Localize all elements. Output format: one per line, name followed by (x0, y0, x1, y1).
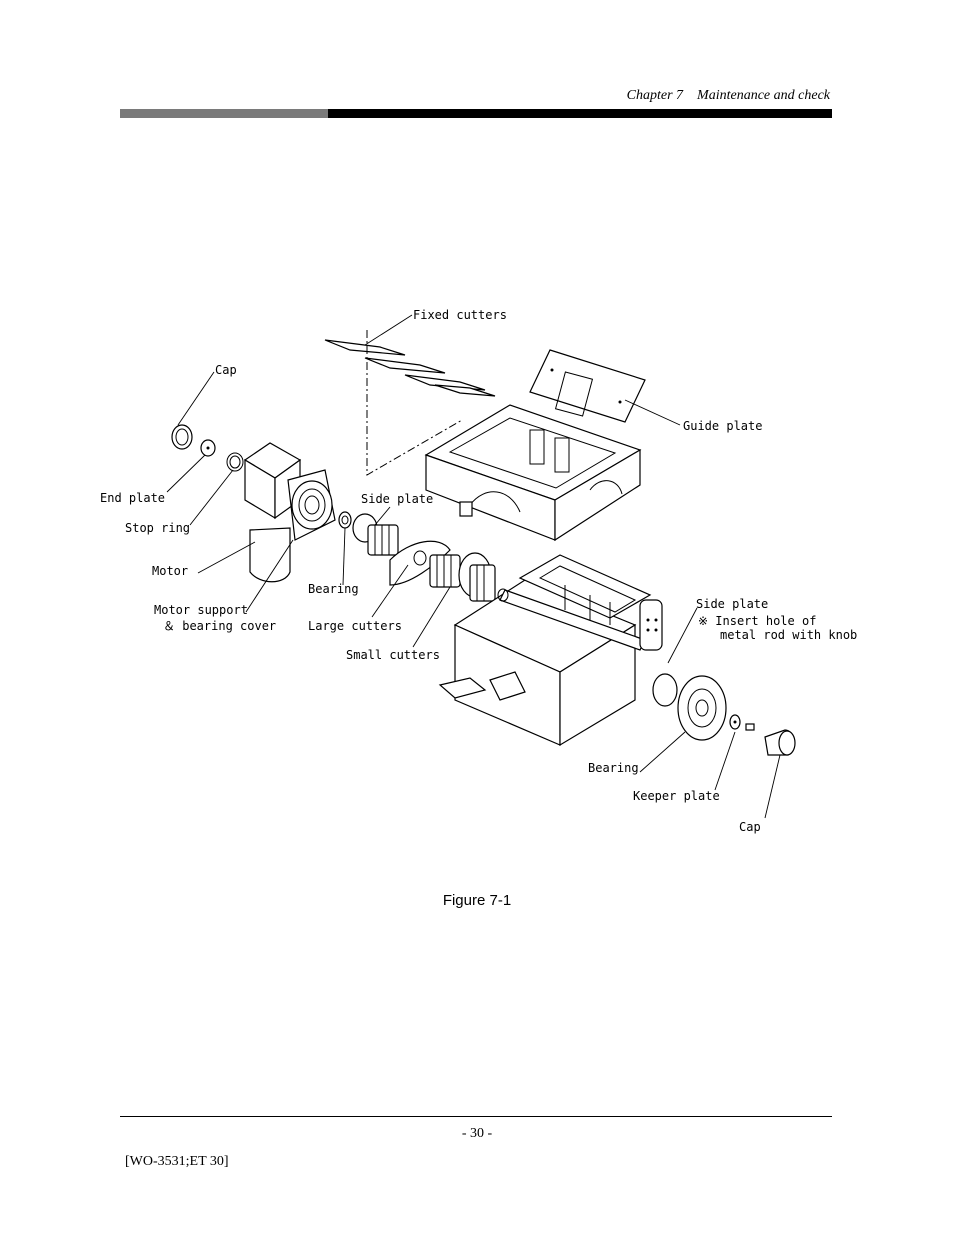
label-guide-plate: Guide plate (683, 419, 762, 433)
label-large-cutters: Large cutters (308, 619, 402, 633)
label-cap-left: Cap (215, 363, 237, 377)
motor-drawing (243, 442, 336, 583)
end-plate-drawing (200, 439, 216, 457)
small-cutters-drawing (429, 552, 496, 602)
right-bearing-drawing (652, 673, 727, 741)
label-motor-support-line2: ＆ bearing cover (163, 619, 276, 633)
label-small-cutters: Small cutters (346, 648, 440, 662)
header-rule-gray (120, 109, 328, 118)
header-rule-black (328, 109, 832, 118)
left-cap-drawing (171, 424, 193, 450)
document-code: [WO-3531;ET 30] (125, 1154, 229, 1169)
label-keeper-plate: Keeper plate (633, 789, 720, 803)
label-motor: Motor (152, 564, 188, 578)
label-bearing-right: Bearing (588, 761, 639, 775)
right-side-plate-drawing (639, 599, 663, 651)
label-side-plate-top: Side plate (361, 492, 433, 506)
large-cutters-drawing (352, 513, 451, 586)
page-number: - 30 - (461, 1126, 493, 1141)
exploded-view-figure: Fixed cutters Cap Guide plate End plate … (90, 300, 870, 860)
label-bearing-left: Bearing (308, 582, 359, 596)
lower-housing-drawing (438, 554, 652, 747)
guide-plate-drawing (529, 349, 646, 423)
label-cap-right: Cap (739, 820, 761, 834)
chapter-header: Chapter 7 Maintenance and check (626, 88, 830, 103)
left-bearing-drawing (338, 511, 352, 529)
label-side-plate-right: Side plate (696, 597, 768, 611)
exploded-view-drawing: Fixed cutters Cap Guide plate End plate … (100, 308, 857, 834)
label-note-line1: ※ Insert hole of (698, 614, 816, 628)
upper-housing-drawing (424, 404, 642, 542)
stop-ring-drawing (226, 452, 244, 472)
label-end-plate: End plate (100, 491, 165, 505)
figure-caption: Figure 7-1 (442, 892, 512, 909)
label-fixed-cutters: Fixed cutters (413, 308, 507, 322)
keeper-plate-drawing (729, 714, 755, 731)
right-cap-drawing (764, 729, 796, 756)
fixed-cutters-drawing (324, 339, 496, 397)
label-motor-support-line1: Motor support (154, 603, 248, 617)
label-stop-ring: Stop ring (125, 521, 190, 535)
label-note-line2: metal rod with knob (720, 628, 857, 642)
footer-rule (120, 1116, 832, 1117)
